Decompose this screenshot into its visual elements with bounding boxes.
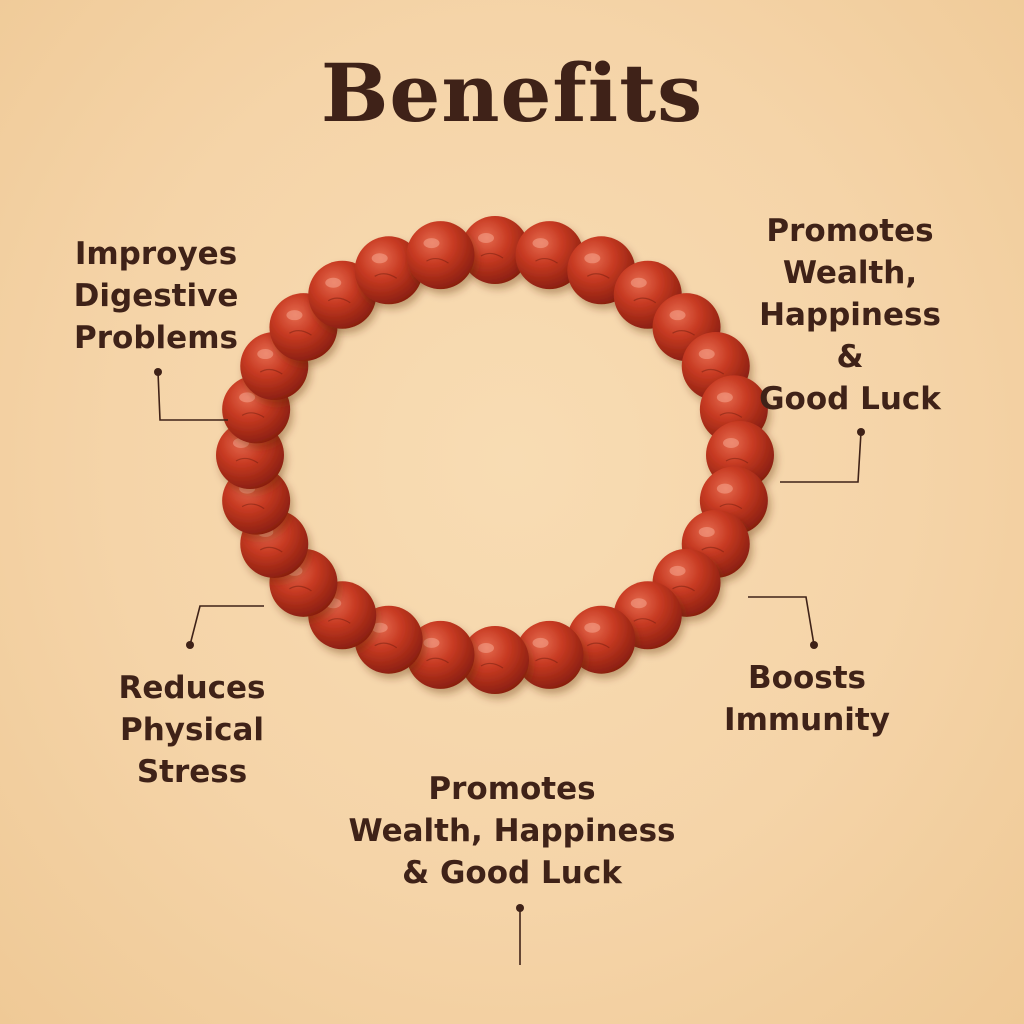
connector-digestive xyxy=(157,371,228,421)
benefit-line: Stress xyxy=(136,754,248,790)
benefit-stress: Reduces Physical Stress xyxy=(92,667,292,793)
benefit-digestive: Improyes Digestive Problems xyxy=(56,233,256,359)
connector-dot xyxy=(154,368,162,376)
benefit-line: Good Luck xyxy=(759,381,941,417)
bead xyxy=(567,605,636,674)
bead xyxy=(354,236,423,305)
bead xyxy=(461,216,529,284)
benefit-line: Wealth, Happiness xyxy=(348,813,676,849)
benefit-wealth-right: Promotes Wealth, Happiness & Good Luck xyxy=(740,210,960,420)
benefit-immunity: Boosts Immunity xyxy=(702,657,912,741)
bead xyxy=(515,221,584,290)
benefit-wealth-bottom: Promotes Wealth, Happiness & Good Luck xyxy=(332,768,692,894)
benefit-line: Digestive xyxy=(73,278,239,314)
benefit-line: Physical xyxy=(120,712,264,748)
benefit-line: Boosts xyxy=(748,660,866,696)
bead xyxy=(406,620,475,689)
benefit-line: Happiness xyxy=(759,297,941,333)
benefit-line: Reduces xyxy=(118,670,266,706)
benefit-line: & Good Luck xyxy=(402,855,622,891)
connector-dot xyxy=(516,904,524,912)
benefit-line: Immunity xyxy=(724,702,890,738)
benefit-line: Problems xyxy=(74,320,238,356)
benefit-line: Promotes xyxy=(766,213,934,249)
benefit-line: Improyes xyxy=(74,236,238,272)
connector-wealth-right xyxy=(780,431,862,483)
connector-dot xyxy=(857,428,865,436)
connector-dot xyxy=(810,641,818,649)
page-title: Benefits xyxy=(320,46,704,140)
benefit-line: Promotes xyxy=(428,771,596,807)
connector-stress xyxy=(189,605,264,646)
benefit-line: Wealth, xyxy=(782,255,918,291)
bracelet-beads xyxy=(216,216,774,694)
bead xyxy=(406,221,475,290)
benefit-line: & xyxy=(836,339,864,375)
connector-dot xyxy=(186,641,194,649)
bead xyxy=(515,620,584,689)
bead xyxy=(461,626,529,694)
connector-immunity xyxy=(748,596,815,646)
